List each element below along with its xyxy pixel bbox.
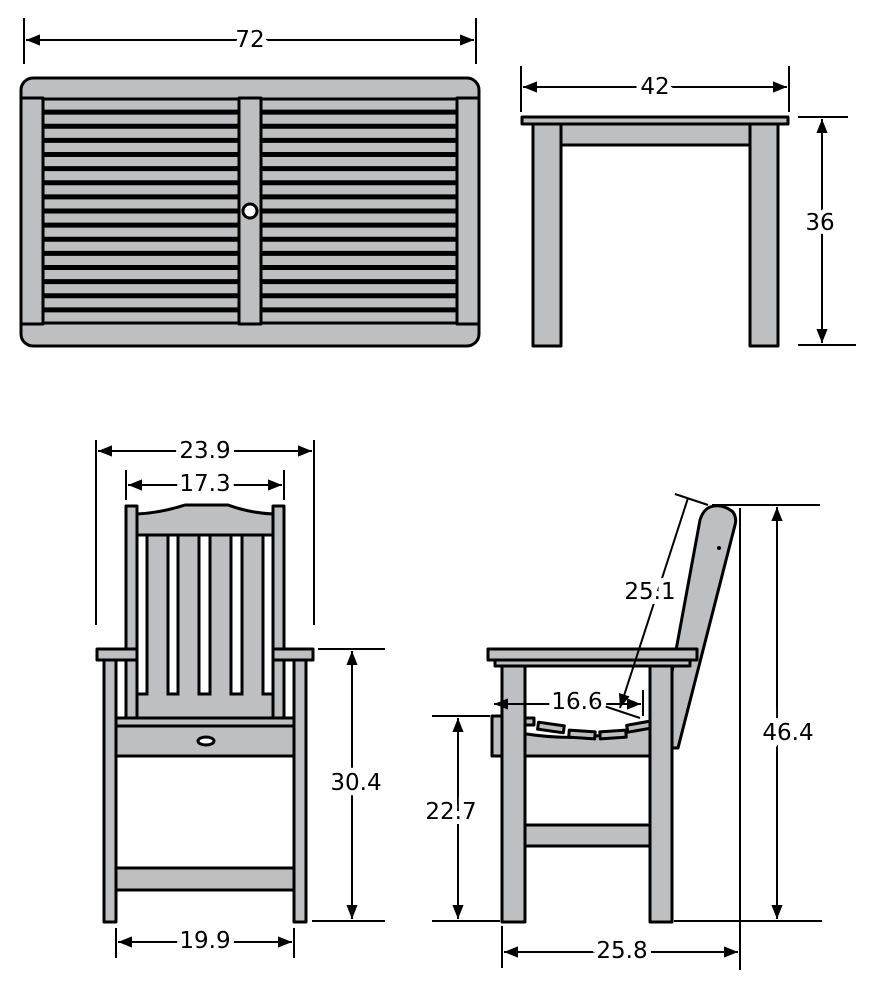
table-slat xyxy=(41,295,241,311)
table-slat xyxy=(259,238,459,254)
table-slat xyxy=(41,154,241,170)
chair-arm-height-label: 30.4 xyxy=(330,770,381,796)
chair-seat-height-label: 22.7 xyxy=(425,799,476,825)
table-slat xyxy=(259,182,459,198)
dimension-chair-overall-depth: 25.8 xyxy=(501,508,741,970)
table-width-label: 42 xyxy=(640,74,669,100)
table-top-view xyxy=(19,76,481,348)
table-slat xyxy=(259,210,459,226)
table-slat xyxy=(259,111,459,127)
dimension-chair-seat-depth: 16.6 xyxy=(494,684,644,720)
table-slat xyxy=(41,139,241,155)
dimension-table-length: 72 xyxy=(23,18,477,64)
table-slat xyxy=(41,196,241,212)
table-slat xyxy=(259,97,459,113)
dimension-chair-back-length: 25.1 xyxy=(618,493,709,709)
chair-back-width-label: 17.3 xyxy=(179,471,230,497)
table-slat xyxy=(41,111,241,127)
chair-seat-depth-label: 16.6 xyxy=(551,689,602,715)
chair-overall-height-label: 46.4 xyxy=(762,720,813,746)
chair-front-view xyxy=(95,503,315,924)
dimension-table-width: 42 xyxy=(520,66,790,112)
dimension-chair-arm-height: 30.4 xyxy=(312,648,387,922)
table-length-label: 72 xyxy=(235,27,264,53)
table-slat xyxy=(259,295,459,311)
table-slat xyxy=(41,210,241,226)
table-slat xyxy=(41,281,241,297)
table-slat xyxy=(259,168,459,184)
chair-leg-span-label: 19.9 xyxy=(179,928,230,954)
chair-side-view xyxy=(486,504,738,924)
seat-slat xyxy=(598,728,628,741)
table-slat xyxy=(41,97,241,113)
table-slat xyxy=(259,267,459,283)
chair-overall-width-label: 23.9 xyxy=(179,438,230,464)
table-height-label: 36 xyxy=(805,210,834,236)
table-slat xyxy=(41,182,241,198)
table-slat xyxy=(41,267,241,283)
table-slat xyxy=(41,168,241,184)
dimension-table-height: 36 xyxy=(798,116,856,346)
chair-overall-depth-label: 25.8 xyxy=(596,938,647,964)
dimension-chair-seat-height: 22.7 xyxy=(420,715,500,922)
table-slat xyxy=(259,309,459,325)
dimension-chair-overall-width: 23.9 xyxy=(95,433,315,625)
table-slat xyxy=(41,238,241,254)
dimension-chair-overall-height: 46.4 xyxy=(674,504,822,922)
table-side-view xyxy=(520,115,790,348)
umbrella-hole xyxy=(241,202,259,220)
table-slat xyxy=(259,281,459,297)
logo-plate xyxy=(196,735,216,747)
table-slat xyxy=(259,139,459,155)
table-slat xyxy=(259,252,459,268)
table-slat xyxy=(41,252,241,268)
dimension-chair-leg-span: 19.9 xyxy=(115,923,295,959)
table-slat xyxy=(41,125,241,141)
table-slat xyxy=(41,224,241,240)
table-slat xyxy=(41,309,241,325)
dimension-chair-back-width: 17.3 xyxy=(125,466,285,502)
table-slat xyxy=(259,224,459,240)
table-slat xyxy=(259,154,459,170)
seat-slat xyxy=(567,728,597,741)
seat-slat xyxy=(536,720,566,735)
table-slat xyxy=(259,196,459,212)
chair-back-length-label: 25.1 xyxy=(624,579,675,605)
table-slat xyxy=(259,125,459,141)
